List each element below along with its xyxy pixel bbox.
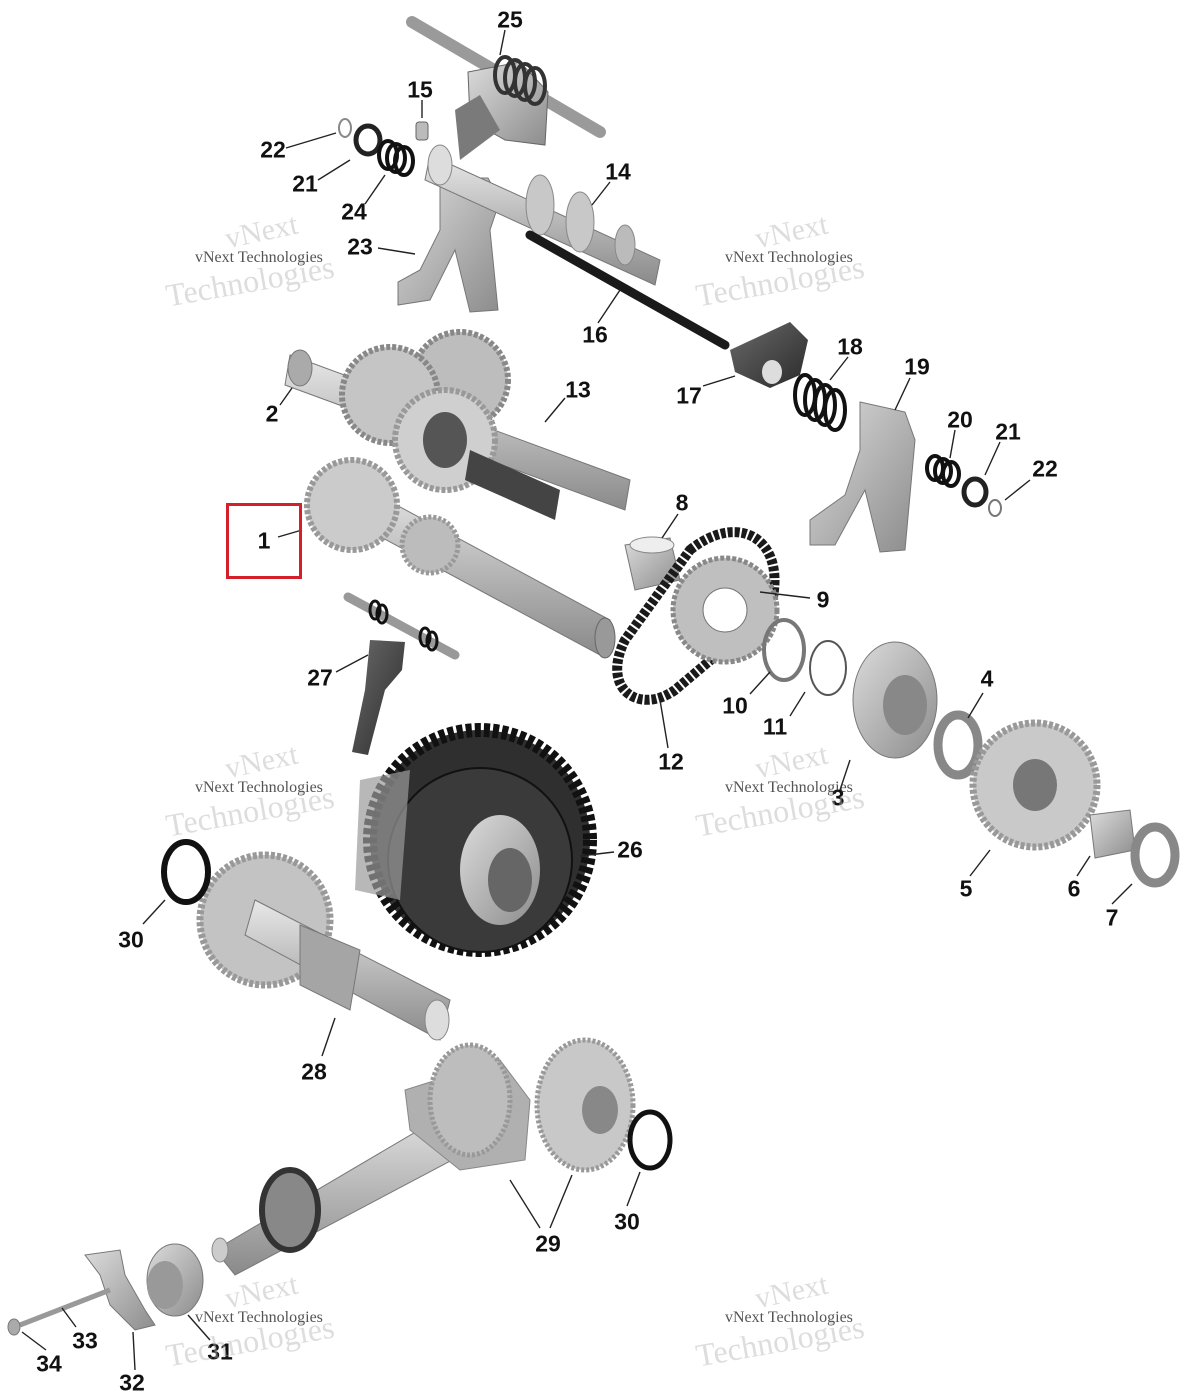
callout-23[interactable]: 23 xyxy=(347,233,373,260)
small-parts-upper-left xyxy=(338,118,429,177)
callout-16[interactable]: 16 xyxy=(582,321,608,348)
callout-9[interactable]: 9 xyxy=(816,586,830,613)
callout-22b[interactable]: 22 xyxy=(1032,455,1058,482)
callout-32[interactable]: 32 xyxy=(119,1369,145,1396)
callout-12[interactable]: 12 xyxy=(658,748,684,775)
callout-25[interactable]: 25 xyxy=(497,6,523,33)
washer-4 xyxy=(933,710,983,780)
output-shaft-1 xyxy=(304,457,616,659)
fork-32 xyxy=(7,1249,156,1336)
sprocket-9 xyxy=(670,555,780,665)
gear-28 xyxy=(196,851,451,1041)
seal-30-left xyxy=(161,839,211,905)
fork-19 xyxy=(809,401,916,553)
callout-28[interactable]: 28 xyxy=(301,1058,327,1085)
callout-4[interactable]: 4 xyxy=(980,665,994,692)
washer-7 xyxy=(1130,822,1180,888)
callout-26[interactable]: 26 xyxy=(617,836,643,863)
fork-27 xyxy=(343,592,460,755)
selected-part-highlight xyxy=(226,503,302,579)
callout-11[interactable]: 11 xyxy=(762,713,788,740)
callout-24[interactable]: 24 xyxy=(341,198,367,225)
small-parts-upper-right xyxy=(925,454,1002,517)
callout-33[interactable]: 33 xyxy=(72,1327,98,1354)
callout-18[interactable]: 18 xyxy=(837,333,863,360)
callout-34[interactable]: 34 xyxy=(36,1350,62,1377)
callout-21[interactable]: 21 xyxy=(292,170,318,197)
seal-30-right xyxy=(627,1109,673,1171)
callout-22[interactable]: 22 xyxy=(260,136,286,163)
bearing-6 xyxy=(1089,809,1136,859)
shift-shaft-25 xyxy=(406,16,606,160)
callout-1[interactable]: 1 xyxy=(257,527,271,554)
callout-5[interactable]: 5 xyxy=(959,875,973,902)
ring-gear-26 xyxy=(355,723,597,957)
callout-7[interactable]: 7 xyxy=(1105,904,1119,931)
collar-31 xyxy=(146,1243,204,1317)
callout-20[interactable]: 20 xyxy=(947,406,973,433)
rod-16 xyxy=(525,230,730,350)
callout-2[interactable]: 2 xyxy=(265,400,279,427)
callout-31[interactable]: 31 xyxy=(207,1338,233,1365)
callout-8[interactable]: 8 xyxy=(675,489,689,516)
spring-18 xyxy=(793,373,847,432)
shaft-14 xyxy=(424,144,661,286)
callout-19[interactable]: 19 xyxy=(904,353,930,380)
callout-21b[interactable]: 21 xyxy=(995,418,1021,445)
bevel-shaft-29 xyxy=(211,1037,636,1276)
rings-10-11 xyxy=(762,618,847,696)
callout-27[interactable]: 27 xyxy=(307,664,333,691)
leader-lines xyxy=(21,29,1133,1371)
hub-3 xyxy=(852,641,938,759)
callout-30b[interactable]: 30 xyxy=(614,1208,640,1235)
callout-30[interactable]: 30 xyxy=(118,926,144,953)
callout-29[interactable]: 29 xyxy=(535,1230,561,1257)
gear-cluster-2-13 xyxy=(284,329,631,520)
callout-10[interactable]: 10 xyxy=(722,692,748,719)
fork-17 xyxy=(730,322,808,388)
callout-14[interactable]: 14 xyxy=(605,158,631,185)
callout-17[interactable]: 17 xyxy=(676,382,702,409)
callout-15[interactable]: 15 xyxy=(407,76,433,103)
callout-6[interactable]: 6 xyxy=(1067,875,1081,902)
gear-5 xyxy=(969,719,1101,851)
callout-3[interactable]: 3 xyxy=(831,784,845,811)
callout-13[interactable]: 13 xyxy=(565,376,591,403)
